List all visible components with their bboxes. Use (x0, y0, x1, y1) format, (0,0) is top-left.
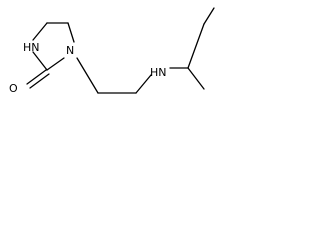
bond-ch-to-ch2 (187, 23, 205, 69)
atom-label-set: HN O N HN (9, 41, 167, 95)
bond-carbonyl-double-b (29, 73, 50, 89)
bond-ch-to-methyl (187, 67, 205, 90)
ring-nh-label: HN (23, 41, 40, 54)
bond-ring-n-to-carbonyl (46, 57, 65, 71)
ring-nitrogen-label: N (66, 44, 74, 57)
molecule-structure-diagram: HN O N HN (9, 7, 215, 95)
bond-ring-n-to-ch2 (76, 57, 99, 94)
bond-ring-nh-to-ring-top (32, 22, 48, 41)
carbonyl-oxygen-label: O (9, 82, 18, 95)
bond-carbonyl-double-a (26, 69, 47, 85)
molecule-structure-canvas: HN O N HN (0, 0, 218, 110)
bond-ch2-to-terminal-methyl (203, 7, 215, 25)
bond-ring-right (67, 22, 75, 43)
bond-carbonyl-to-ring-nh (32, 51, 48, 71)
bond-ch2-to-chain-nh (135, 74, 152, 94)
bond-set (26, 7, 215, 94)
chain-nh-label: HN (150, 66, 167, 79)
